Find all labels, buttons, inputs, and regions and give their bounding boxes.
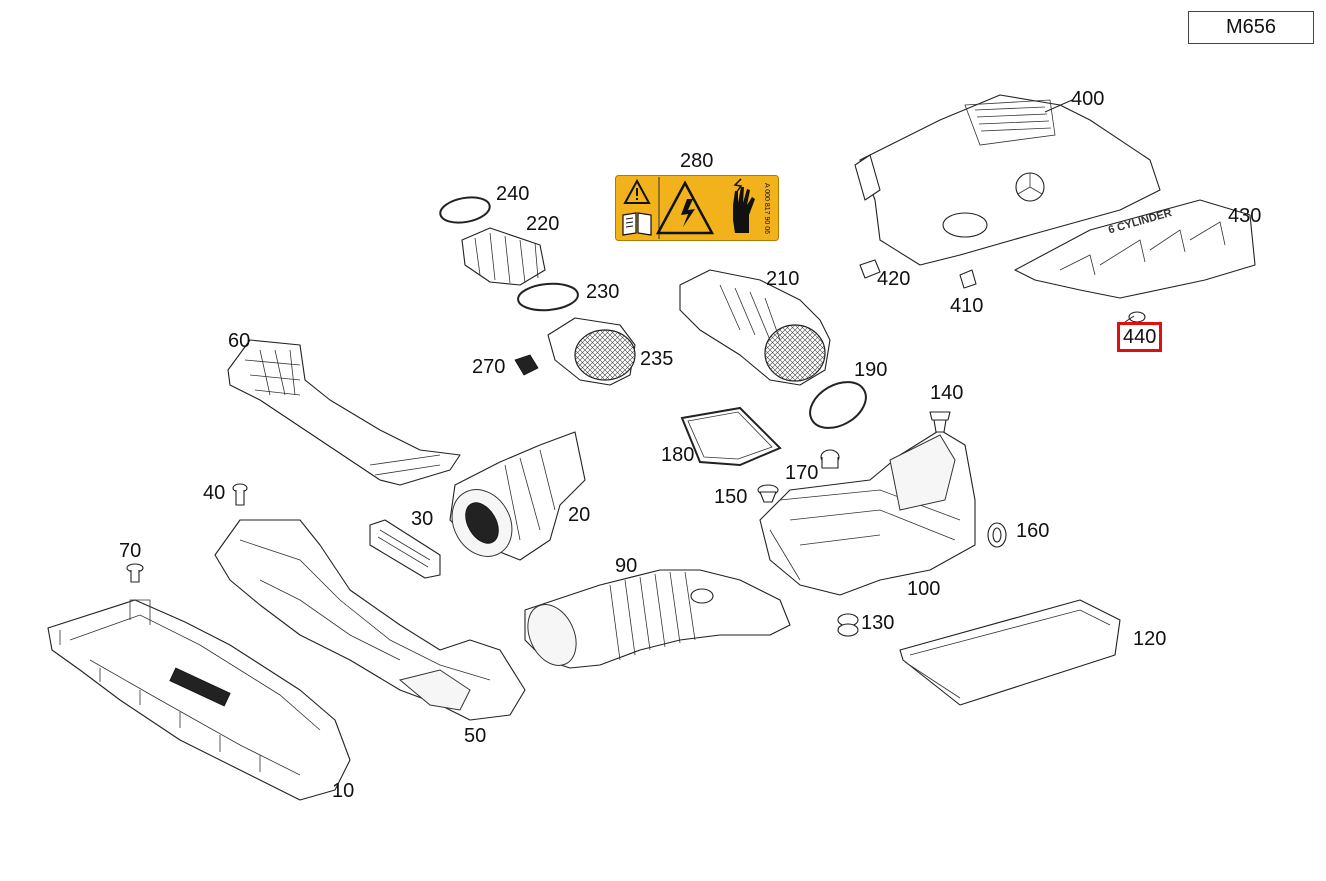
part-70-clip[interactable] [126, 563, 144, 583]
part-220-bellows[interactable] [461, 227, 546, 286]
part-210-intake-duct[interactable] [679, 269, 831, 386]
part-170-sleeve[interactable] [820, 449, 840, 469]
callout-235[interactable]: 235 [640, 348, 674, 370]
part-140-grommet[interactable] [929, 411, 951, 433]
callout-90[interactable]: 90 [615, 555, 638, 577]
part-20-intake-snorkel[interactable] [440, 431, 586, 567]
callout-120[interactable]: 120 [1133, 628, 1167, 650]
callout-100[interactable]: 100 [907, 578, 941, 600]
callout-150[interactable]: 150 [714, 486, 748, 508]
callout-430[interactable]: 430 [1228, 205, 1262, 227]
part-150-grommet[interactable] [757, 484, 779, 503]
part-270-sensor[interactable] [514, 354, 539, 376]
part-40-clip[interactable] [232, 483, 248, 506]
callout-440[interactable]: 440 [1117, 322, 1163, 352]
callout-170[interactable]: 170 [785, 462, 819, 484]
part-410-mount[interactable] [959, 269, 977, 289]
callout-30[interactable]: 30 [411, 508, 434, 530]
callout-130[interactable]: 130 [861, 612, 895, 634]
hand-hazard-icon [733, 178, 755, 233]
callout-160[interactable]: 160 [1016, 520, 1050, 542]
callout-50[interactable]: 50 [464, 725, 487, 747]
callout-10[interactable]: 10 [332, 780, 355, 802]
electric-shock-icon [655, 180, 715, 235]
callout-420[interactable]: 420 [877, 268, 911, 290]
part-190-seal-ring[interactable] [802, 373, 874, 438]
part-235-mass-airflow-housing[interactable] [547, 317, 636, 386]
callout-280[interactable]: 280 [680, 150, 714, 172]
callout-240[interactable]: 240 [496, 183, 530, 205]
manual-book-icon [622, 212, 652, 236]
part-50-frame-duct[interactable] [214, 519, 526, 721]
part-30-grille[interactable] [369, 519, 441, 579]
callout-220[interactable]: 220 [526, 213, 560, 235]
part-430-cylinder-cover[interactable] [1014, 199, 1256, 299]
callout-410[interactable]: 410 [950, 295, 984, 317]
part-400-engine-cover[interactable] [854, 94, 1161, 266]
callout-190[interactable]: 190 [854, 359, 888, 381]
warning-label-part-number: A 000 817 90 06 [763, 183, 770, 234]
callout-40[interactable]: 40 [203, 482, 226, 504]
part-100-filter-housing[interactable] [759, 429, 976, 596]
part-180-gasket[interactable] [680, 406, 782, 467]
part-160-sleeve[interactable] [987, 522, 1007, 548]
callout-60[interactable]: 60 [228, 330, 251, 352]
callout-230[interactable]: 230 [586, 281, 620, 303]
callout-400[interactable]: 400 [1071, 88, 1105, 110]
part-90-duct-hose[interactable] [519, 569, 791, 673]
warning-triangle-icon [623, 178, 651, 204]
callout-20[interactable]: 20 [568, 504, 591, 526]
part-120-filter-element[interactable] [899, 599, 1121, 706]
callout-140[interactable]: 140 [930, 382, 964, 404]
part-230-seal-ring[interactable] [517, 281, 579, 312]
callout-270[interactable]: 270 [472, 356, 506, 378]
part-240-clamp[interactable] [438, 194, 491, 226]
callout-210[interactable]: 210 [766, 268, 800, 290]
part-440-grommet[interactable] [1128, 311, 1146, 323]
warning-label-280[interactable]: A 000 817 90 06 [615, 175, 779, 241]
leader-lines [1044, 99, 1135, 323]
callout-180[interactable]: 180 [661, 444, 695, 466]
part-420-mount[interactable] [859, 259, 881, 279]
callout-70[interactable]: 70 [119, 540, 142, 562]
part-60-upper-snorkel[interactable] [227, 339, 461, 486]
part-10-lower-duct[interactable] [47, 599, 351, 801]
part-130-grommet[interactable] [837, 613, 859, 637]
engine-model-box: M656 [1188, 11, 1314, 44]
